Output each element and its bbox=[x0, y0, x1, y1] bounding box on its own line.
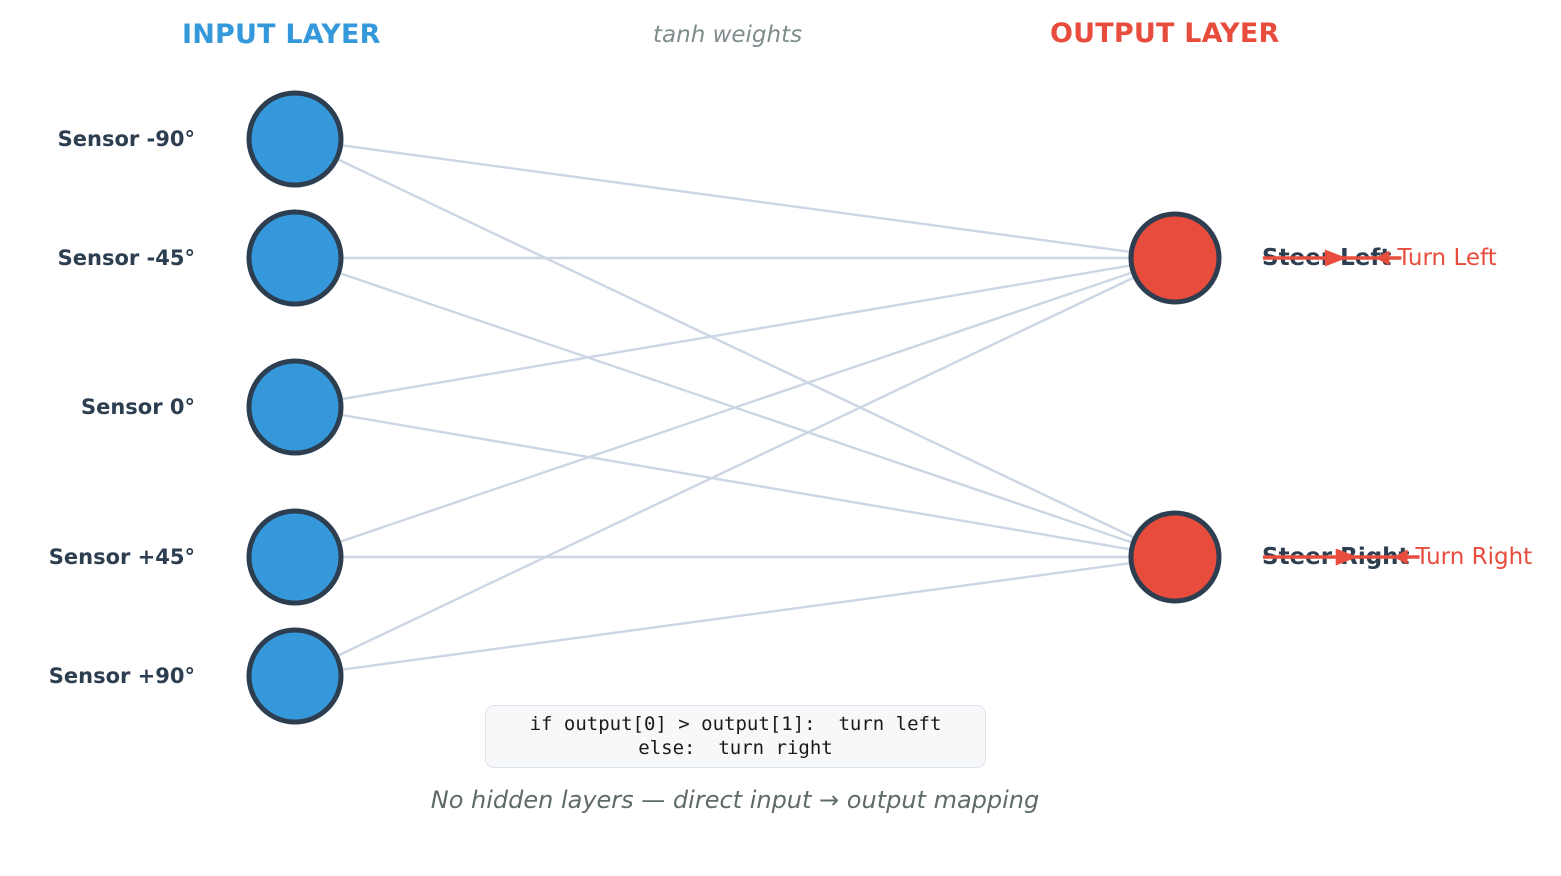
decision-rule-box: if output[0] > output[1]: turn left else… bbox=[485, 705, 986, 768]
sensor-label-1: Sensor -45° bbox=[57, 246, 195, 270]
code-line-2: else: turn right bbox=[638, 736, 833, 759]
connection-edge bbox=[336, 275, 1136, 658]
connection-edge bbox=[340, 143, 1132, 254]
output-new-label-1: Turn Right bbox=[1415, 544, 1533, 570]
code-line-1: if output[0] > output[1]: turn left bbox=[529, 713, 942, 736]
sensor-label-3: Sensor +45° bbox=[48, 545, 195, 569]
input-node-1[interactable] bbox=[246, 209, 344, 307]
weights-title: tanh weights bbox=[653, 22, 803, 48]
connection-edge bbox=[338, 271, 1134, 544]
sensor-label-0: Sensor -90° bbox=[57, 127, 195, 151]
output-layer-title: OUTPUT LAYER bbox=[1050, 18, 1280, 49]
output-node-0[interactable] bbox=[1128, 211, 1222, 305]
connection-edge bbox=[340, 413, 1132, 551]
connection-edge bbox=[336, 157, 1136, 540]
connection-edge bbox=[340, 561, 1132, 672]
input-node-3[interactable] bbox=[246, 508, 344, 606]
diagram-caption: No hidden layers — direct input → output… bbox=[430, 786, 1040, 814]
connection-edge bbox=[340, 264, 1132, 401]
output-node-1[interactable] bbox=[1128, 510, 1222, 604]
input-node-0[interactable] bbox=[246, 90, 344, 188]
node-group bbox=[246, 90, 1222, 725]
output-new-label-0: Turn Left bbox=[1397, 245, 1497, 271]
output-old-label-1: Steer Right bbox=[1262, 544, 1410, 570]
sensor-label-4: Sensor +90° bbox=[48, 664, 195, 688]
input-node-2[interactable] bbox=[246, 358, 344, 456]
edge-group bbox=[336, 143, 1136, 672]
input-node-4[interactable] bbox=[246, 627, 344, 725]
sensor-label-2: Sensor 0° bbox=[80, 395, 195, 419]
input-layer-title: INPUT LAYER bbox=[182, 19, 381, 50]
output-old-label-0: Steer Left bbox=[1262, 245, 1392, 271]
